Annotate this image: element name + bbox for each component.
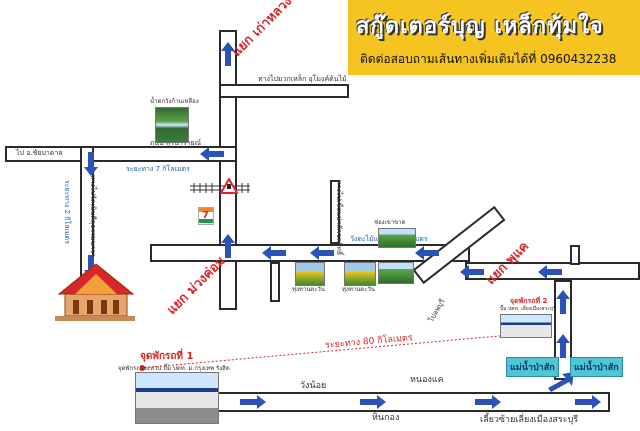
road-surarai <box>5 146 237 162</box>
road-right-vertical-2 <box>570 245 580 265</box>
stop1-subtitle: จุดพักรถวงแหวน ปั๊ม ปตท. ม.กรุงเทพ รังสิ… <box>118 365 230 372</box>
sunflower-image-1 <box>295 262 325 286</box>
distance-7km: ระยะทาง 7 กิโลเมตร <box>126 165 190 173</box>
arrow-left-icon <box>460 265 484 279</box>
arrow-left-icon <box>310 246 334 260</box>
label-nong-khae: หนองแค <box>410 375 444 385</box>
label-bypass: เลี้ยวซ้ายเลี่ยงเมืองสระบุรี <box>480 415 579 425</box>
label-hin-kong: หินกอง <box>372 413 400 423</box>
label-waterfall: น้ำตกวังก้านเหลือง <box>150 98 199 105</box>
road-right-vertical-1 <box>554 280 572 380</box>
waterfall-image <box>155 107 189 143</box>
mountain-image <box>378 262 414 284</box>
tag-pasak-river-1: แม่น้ำป่าสัก <box>506 357 559 377</box>
arrow-up-icon <box>221 42 235 66</box>
arrow-right-icon <box>240 395 266 409</box>
road-to-shop <box>219 84 349 98</box>
seven-eleven-icon: 7 <box>198 207 214 225</box>
temple-icon <box>55 263 135 321</box>
label-to-lopburi: ไปลพบุรี <box>427 297 447 324</box>
road-sunflower-1 <box>270 262 280 302</box>
arrow-right-icon <box>360 395 386 409</box>
seven-eleven-label: 7 <box>202 210 209 221</box>
chongkhao-image <box>378 228 416 248</box>
label-paesamakkhi: ทางไปเขื่อนป่าสักชลสิทธิ์ <box>335 180 343 256</box>
label-chongkhao: ช่องเขาขาด <box>374 219 406 226</box>
label-to-chai-badan: ไป อ.ชัยบาดาล <box>16 149 63 157</box>
road-sunflower-2 <box>330 180 340 244</box>
contact-banner: สกู๊ดเตอร์บุญ เหล็กทุ้มใจ ติดต่อสอบถามเส… <box>348 0 640 75</box>
stop2-subtitle: ปั๊ม ปตท. เลี่ยงเมืองสระบุรี <box>500 306 556 312</box>
label-wang-noi: วังน้อย <box>300 381 327 391</box>
stop1-station-image <box>135 372 219 424</box>
arrow-diagonal-up-icon <box>548 372 574 392</box>
stop1-title: จุดพักรถที่ 1 <box>140 351 194 362</box>
sunflower-image-2 <box>344 262 376 286</box>
label-sunflower-1: ทุ่งทานตะวัน <box>292 286 325 293</box>
arrow-down-icon <box>84 152 98 176</box>
stop2-station-image <box>500 314 552 338</box>
label-to-shop: ทางไปมวกเหล็ก อุโมงค์ต้นไม้ <box>258 75 347 83</box>
label-temple-road: ทางไปวัดเนินตีลุธรรมนารา <box>89 175 97 258</box>
arrow-right-icon <box>575 395 601 409</box>
intersection-kao-luang: แยก เก่าหลวง <box>229 0 296 60</box>
banner-title: สกู๊ดเตอร์บุญ เหล็กทุ้มใจ <box>356 14 604 39</box>
label-surarai: ถนน สุรนารายณ์ <box>150 139 202 147</box>
arrow-left-icon <box>262 246 286 260</box>
arrow-up-icon <box>556 334 570 358</box>
road-bottom-highway <box>210 392 610 412</box>
arrow-up-icon <box>556 290 570 314</box>
arrow-left-icon <box>415 246 439 260</box>
arrow-right-icon <box>475 395 501 409</box>
tag-pasak-river-2: แม่น้ำป่าสัก <box>570 357 623 377</box>
railroad-crossing-sign-icon <box>220 178 238 194</box>
label-sunflower-2: ทุ่งทานตะวัน <box>342 286 375 293</box>
banner-subtitle: ติดต่อสอบถามเส้นทางเพิ่มเติมได้ที่ 09604… <box>360 52 617 66</box>
stop2-title: จุดพักรถที่ 2 <box>510 297 548 305</box>
arrow-left-icon <box>538 265 562 279</box>
arrow-left-icon <box>200 147 224 161</box>
distance-2km: ระยะทาง 2 กิโลเมตร <box>63 180 71 244</box>
arrow-up-icon <box>221 234 235 258</box>
